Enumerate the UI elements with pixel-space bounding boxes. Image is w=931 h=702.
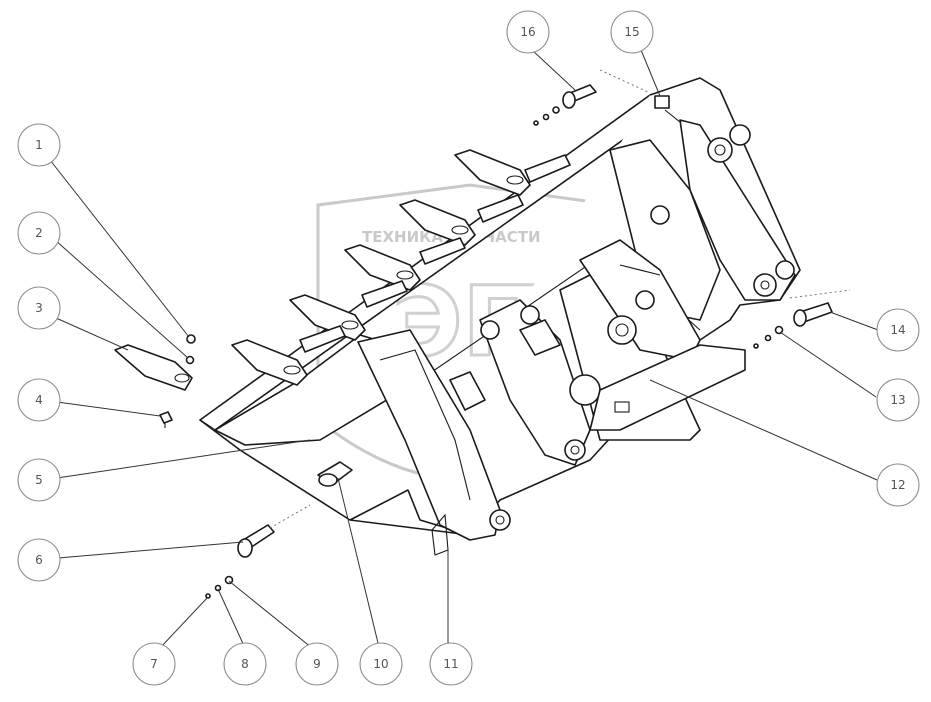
callout-7: 7 xyxy=(132,642,176,686)
callout-13: 13 xyxy=(876,378,920,422)
svg-text:11: 11 xyxy=(443,657,458,671)
svg-text:14: 14 xyxy=(890,323,905,337)
svg-text:10: 10 xyxy=(373,657,388,671)
callout-8: 8 xyxy=(223,642,267,686)
bucket-body xyxy=(199,77,801,556)
svg-text:3: 3 xyxy=(35,301,43,315)
callout-15: 15 xyxy=(610,10,654,54)
callout-10: 10 xyxy=(359,642,403,686)
callout-2: 2 xyxy=(17,211,61,255)
callout-14: 14 xyxy=(876,308,920,352)
svg-text:2: 2 xyxy=(35,226,43,240)
callout-16: 16 xyxy=(506,10,550,54)
loose-pin-parts xyxy=(205,69,851,599)
svg-text:12: 12 xyxy=(890,478,905,492)
callout-9: 9 xyxy=(295,642,339,686)
svg-text:1: 1 xyxy=(35,138,43,152)
callout-5: 5 xyxy=(17,458,61,502)
svg-text:13: 13 xyxy=(890,393,905,407)
svg-text:15: 15 xyxy=(624,25,639,39)
svg-text:4: 4 xyxy=(35,393,43,407)
svg-text:8: 8 xyxy=(241,657,249,671)
svg-text:6: 6 xyxy=(35,553,43,567)
bucket-teeth xyxy=(231,149,571,386)
callout-1: 1 xyxy=(17,123,61,167)
svg-text:16: 16 xyxy=(520,25,535,39)
loose-tooth-group xyxy=(114,334,196,428)
svg-text:7: 7 xyxy=(150,657,158,671)
callout-4: 4 xyxy=(17,378,61,422)
callout-3: 3 xyxy=(17,286,61,330)
leader-lines xyxy=(49,49,879,649)
svg-text:9: 9 xyxy=(313,657,321,671)
callout-6: 6 xyxy=(17,538,61,582)
callout-12: 12 xyxy=(876,463,920,507)
callout-11: 11 xyxy=(429,642,473,686)
svg-text:5: 5 xyxy=(35,473,43,487)
